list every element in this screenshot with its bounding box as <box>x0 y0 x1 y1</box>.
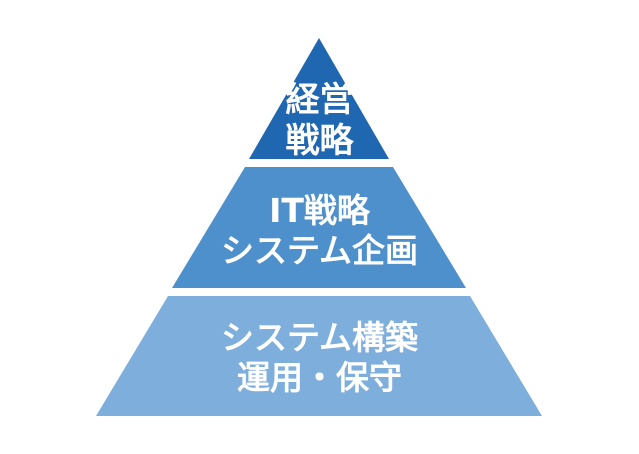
tier-top-line-2: 戦略 <box>285 121 354 162</box>
tier-middle-label: IT戦略 システム企画 <box>0 191 639 272</box>
pyramid-tier-top <box>249 38 389 159</box>
tier-bottom-line-2: 運用・保守 <box>237 358 402 398</box>
tier-top-line-1: 経営 <box>285 80 354 120</box>
tier-middle-line-2: システム企画 <box>220 231 418 271</box>
pyramid-tier-middle <box>172 167 466 288</box>
tier-bottom-label: システム構築 運用・保守 <box>0 318 639 399</box>
tier-top-label: 経営 戦略 <box>0 80 639 163</box>
pyramid-tier-bottom <box>96 296 542 416</box>
tier-bottom-line-1: システム構築 <box>220 318 418 357</box>
tier-middle-line-1: IT戦略 <box>269 191 370 230</box>
